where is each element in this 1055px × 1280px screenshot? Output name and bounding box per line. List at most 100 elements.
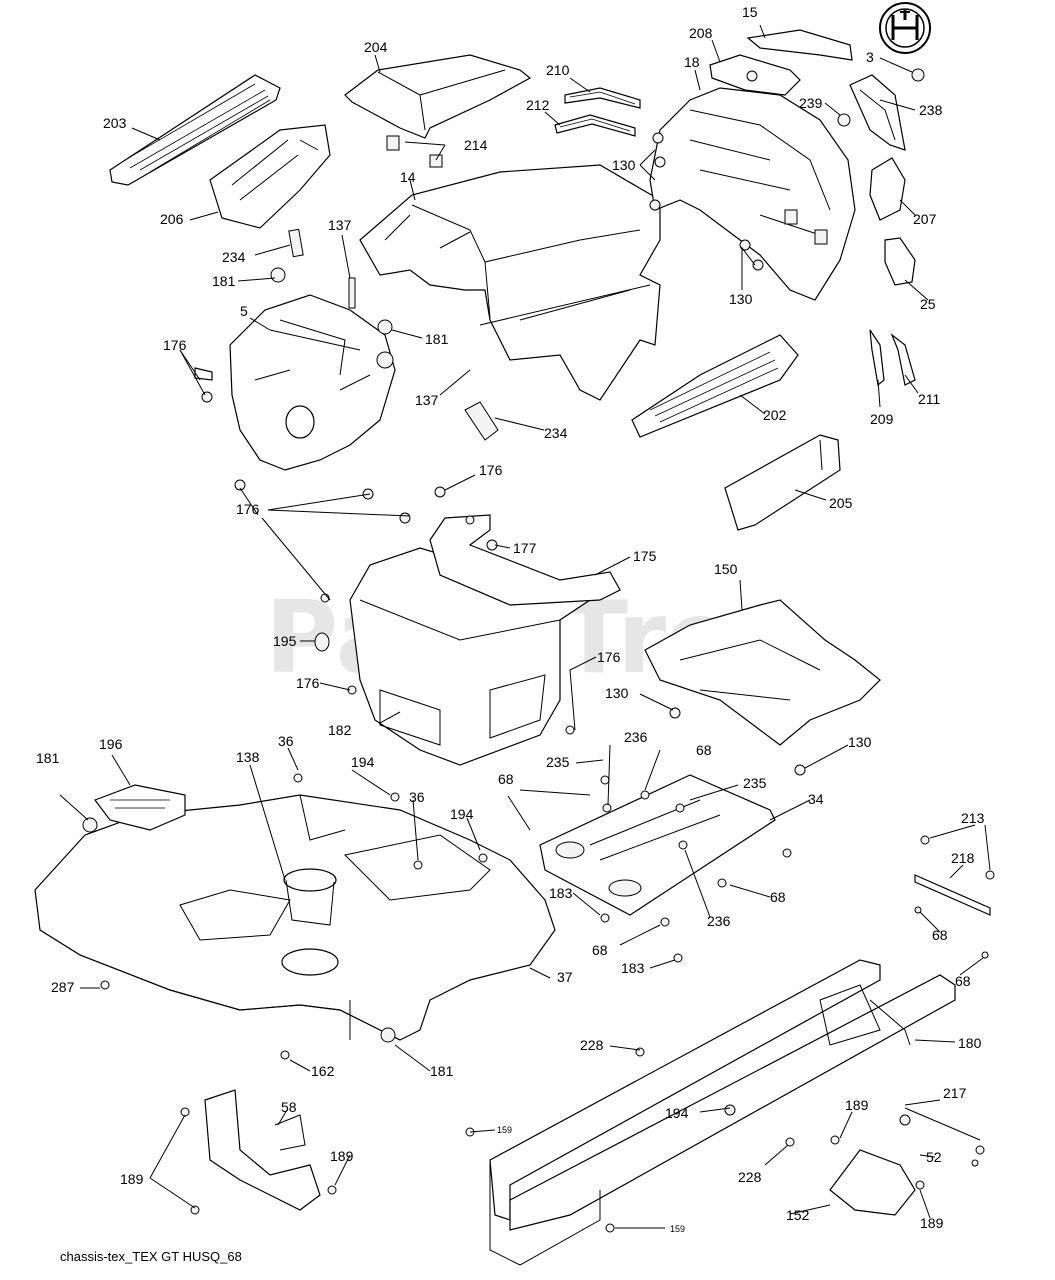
part-203-grille (109, 74, 281, 186)
label-68-e: 68 (592, 942, 608, 958)
label-5: 5 (240, 303, 248, 319)
label-183-b: 183 (621, 960, 645, 976)
part-206-panel (209, 124, 331, 229)
label-3: 3 (866, 49, 874, 65)
part-207-bracket (869, 157, 906, 221)
label-234-a: 234 (222, 249, 246, 265)
label-138: 138 (236, 749, 260, 765)
part-239-washer (837, 113, 851, 127)
label-194-b: 194 (450, 806, 474, 822)
label-238: 238 (919, 102, 943, 118)
label-130-a: 130 (612, 157, 636, 173)
part-234-pad-upper (288, 228, 304, 258)
part-208-bracket (709, 54, 801, 96)
label-189-d: 189 (920, 1215, 944, 1231)
part-234-pad-lower (464, 401, 499, 441)
part-209-strip (869, 329, 885, 387)
diagram-caption: chassis-tex_TEX GT HUSQ_68 (60, 1249, 242, 1264)
label-239: 239 (799, 95, 823, 111)
label-68-f: 68 (955, 973, 971, 989)
part-152-bracket (829, 1149, 916, 1216)
label-162: 162 (311, 1063, 335, 1079)
label-209: 209 (870, 411, 894, 427)
label-52: 52 (926, 1149, 942, 1165)
label-194-a: 194 (351, 754, 375, 770)
label-235-b: 235 (743, 775, 767, 791)
label-130-b: 130 (729, 291, 753, 307)
part-238-panel (849, 74, 906, 151)
label-210: 210 (546, 62, 570, 78)
label-236-b: 236 (707, 913, 731, 929)
part-175-bracket (429, 514, 621, 606)
label-212: 212 (526, 97, 550, 113)
label-137-b: 137 (415, 392, 439, 408)
label-189-b: 189 (330, 1148, 354, 1164)
label-181-a: 181 (212, 273, 236, 289)
label-211: 211 (918, 391, 941, 407)
husqvarna-logo-icon (879, 2, 931, 54)
part-37-body (34, 794, 556, 1041)
label-205: 205 (829, 495, 853, 511)
label-159-a: 159 (497, 1125, 512, 1135)
part-218-bracket (914, 835, 995, 959)
label-150: 150 (714, 561, 738, 577)
label-182: 182 (328, 722, 352, 738)
part-202-grille-bar (631, 334, 799, 438)
part-150-footrest (644, 599, 881, 746)
label-15: 15 (742, 4, 758, 20)
label-228-b: 228 (738, 1169, 762, 1185)
label-213: 213 (961, 810, 985, 826)
label-58: 58 (281, 1099, 297, 1115)
label-218: 218 (951, 850, 975, 866)
part-34-plate (539, 774, 776, 916)
part-212-strip (554, 114, 636, 137)
label-236-a: 236 (624, 729, 648, 745)
label-206: 206 (160, 211, 184, 227)
label-176-e: 176 (296, 675, 320, 691)
part-205-panel (724, 434, 841, 531)
label-204: 204 (364, 39, 388, 55)
part-3-knob (911, 68, 925, 82)
label-207: 207 (913, 211, 937, 227)
label-195: 195 (273, 633, 297, 649)
label-159-b: 159 (670, 1224, 685, 1234)
label-177: 177 (513, 540, 537, 556)
label-181-c: 181 (36, 750, 60, 766)
label-228-a: 228 (580, 1037, 604, 1053)
label-176-d: 176 (597, 649, 621, 665)
part-176-bolt (194, 367, 213, 403)
label-183-a: 183 (549, 885, 573, 901)
label-234-b: 234 (544, 425, 568, 441)
label-130-d: 130 (848, 734, 872, 750)
part-181-knob (82, 267, 396, 1043)
part-18-rear-fender (649, 87, 856, 301)
label-176-b: 176 (479, 462, 503, 478)
part-137-strip (348, 277, 356, 309)
part-fasteners (100, 132, 925, 1233)
label-235-a: 235 (546, 754, 570, 770)
label-68-a: 68 (696, 742, 712, 758)
part-195-plug (314, 632, 330, 652)
label-181-b: 181 (425, 331, 449, 347)
part-5-dash-panel (229, 294, 396, 491)
label-287: 287 (51, 979, 75, 995)
part-58-bracket (204, 1089, 321, 1211)
label-34: 34 (808, 791, 824, 807)
label-68-c: 68 (770, 889, 786, 905)
part-14-hood (359, 164, 661, 401)
label-214: 214 (464, 137, 488, 153)
label-68-b: 68 (498, 771, 514, 787)
label-208: 208 (689, 25, 713, 41)
part-217-rod (899, 1107, 985, 1167)
label-203: 203 (103, 115, 127, 131)
part-196-panel (94, 784, 186, 831)
label-175: 175 (633, 548, 657, 564)
label-68-d: 68 (932, 927, 948, 943)
part-15-trim (746, 29, 853, 61)
label-189-c: 189 (120, 1171, 144, 1187)
label-196: 196 (99, 736, 123, 752)
label-130-c: 130 (605, 685, 629, 701)
label-180: 180 (958, 1035, 982, 1051)
label-176-a: 176 (163, 337, 187, 353)
